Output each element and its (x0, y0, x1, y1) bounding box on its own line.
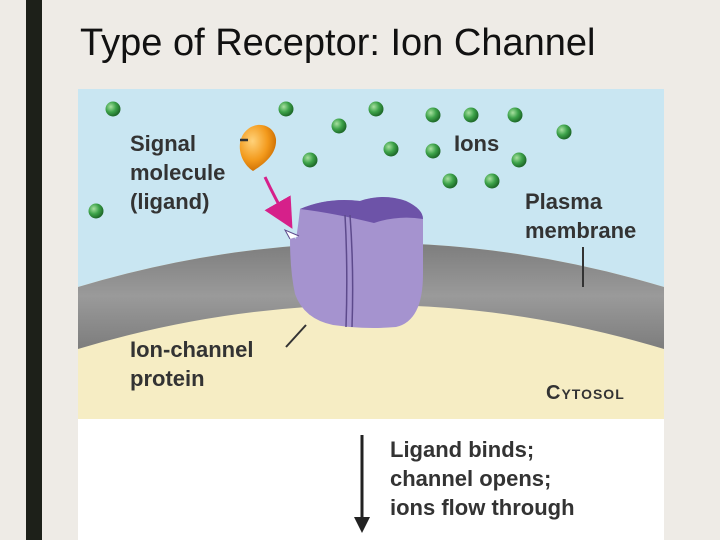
step-caption-line2: channel opens; (390, 466, 551, 491)
ion (105, 101, 121, 117)
step-arrow-head (354, 517, 370, 533)
plasma-membrane-label-line2: membrane (525, 218, 636, 243)
ion (556, 124, 572, 140)
binding-arrow (263, 176, 293, 229)
ion (463, 107, 479, 123)
step-caption-line3: ions flow through (390, 495, 575, 520)
ion (331, 118, 347, 134)
ligand-icon (239, 124, 277, 171)
ion-channel-diagram: Signal molecule (ligand) Ions Plasma mem… (78, 89, 664, 540)
caption-panel (78, 419, 664, 540)
signal-label-line2: molecule (130, 160, 225, 185)
ion (484, 173, 500, 189)
slide-accent-bar (26, 0, 42, 540)
ion-channel-protein (283, 197, 423, 328)
protein-seam-right (349, 214, 354, 328)
ion-channel-protein-label-line1: Ion-channel (130, 337, 253, 362)
signal-label-line3: (ligand) (130, 189, 209, 214)
ion (442, 173, 458, 189)
ion-channel-protein-label-line2: protein (130, 366, 205, 391)
protein-body (285, 197, 423, 328)
ion (383, 141, 399, 157)
ion (278, 101, 294, 117)
protein-leader-line (285, 324, 307, 348)
step-caption-line1: Ligand binds; (390, 437, 534, 462)
cytosol-label: Cytosol (546, 382, 625, 404)
extracellular-region (78, 89, 664, 287)
ion (511, 152, 527, 168)
ions-group (88, 101, 572, 219)
ion (302, 152, 318, 168)
signal-label-line1: Signal (130, 131, 196, 156)
slide-title: Type of Receptor: Ion Channel (80, 22, 596, 64)
ion (425, 143, 441, 159)
ion (88, 203, 104, 219)
ligand-binding-site (283, 228, 300, 240)
protein-top (300, 197, 423, 223)
protein-seam-left (344, 214, 348, 328)
ion (368, 101, 384, 117)
diagram-canvas: Signal molecule (ligand) Ions Plasma mem… (78, 89, 664, 540)
ions-label: Ions (454, 131, 499, 156)
ion (507, 107, 523, 123)
plasma-membrane-label-line1: Plasma (525, 189, 603, 214)
ion (425, 107, 441, 123)
